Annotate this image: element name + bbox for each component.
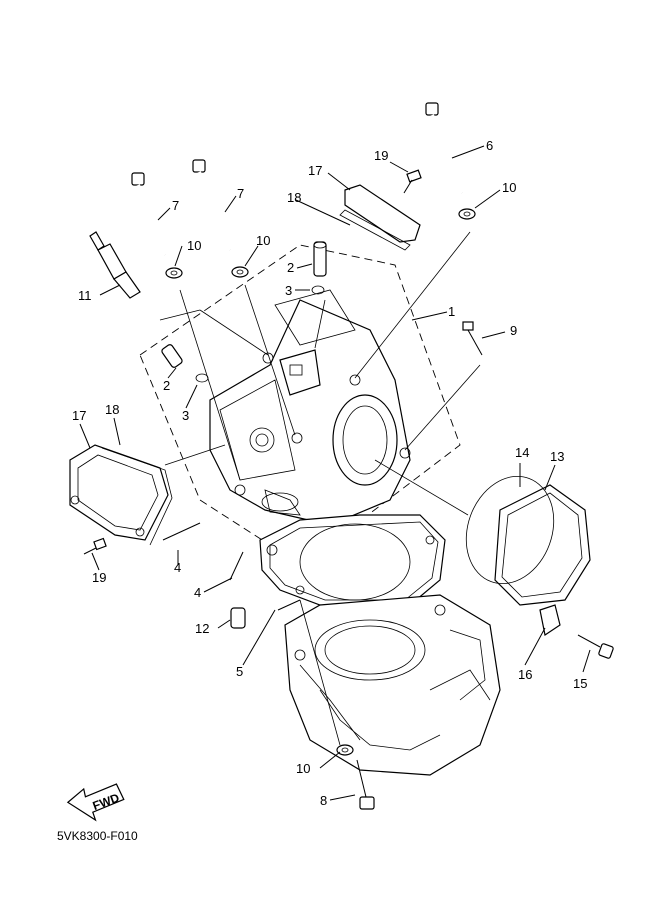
- label-8: 8: [320, 793, 327, 808]
- top-cover-plate: [339, 184, 421, 251]
- washers: [165, 208, 476, 756]
- label-4: 4: [194, 585, 201, 600]
- bolt-15: [577, 634, 614, 659]
- fwd-arrow-icon: FWD: [66, 783, 125, 822]
- label-7: 7: [237, 186, 244, 201]
- label-13: 13: [550, 449, 564, 464]
- label-3: 3: [182, 408, 189, 423]
- side-cover: [465, 475, 591, 636]
- label-5: 5: [236, 664, 243, 679]
- label-3: 3: [285, 283, 292, 298]
- label-2: 2: [163, 378, 170, 393]
- spark-plug: [89, 231, 141, 299]
- leader-lines: [79, 145, 591, 801]
- label-12: 12: [195, 621, 209, 636]
- label-14: 14: [515, 445, 529, 460]
- left-valve-cover: [69, 444, 173, 546]
- label-6: 6: [486, 138, 493, 153]
- label-17: 17: [308, 163, 322, 178]
- label-7: 7: [172, 198, 179, 213]
- label-10: 10: [296, 761, 310, 776]
- cylinder-head: [209, 289, 411, 526]
- bolt-7-left: [131, 172, 167, 256]
- callout-labels: 1 2 2 3 3 4 4 5 6 7 7 8 9 10 10 10 10 11…: [72, 138, 587, 808]
- diagram-code: 5VK8300-F010: [57, 829, 138, 843]
- label-9: 9: [510, 323, 517, 338]
- label-16: 16: [518, 667, 532, 682]
- label-4: 4: [174, 560, 181, 575]
- label-19: 19: [374, 148, 388, 163]
- bolt-6: [425, 102, 464, 194]
- bolt-8: [356, 759, 375, 810]
- label-2: 2: [287, 260, 294, 275]
- label-19: 19: [92, 570, 106, 585]
- bolt-19-left: [83, 537, 107, 555]
- cylinder-block: [284, 594, 501, 776]
- label-10: 10: [256, 233, 270, 248]
- bolt-9: [462, 321, 483, 356]
- bolt-7-right: [192, 159, 232, 251]
- label-18: 18: [105, 402, 119, 417]
- label-15: 15: [573, 676, 587, 691]
- bolt-19-top: [403, 169, 422, 194]
- dowel-12: [230, 607, 246, 629]
- valve-guides: [161, 241, 327, 368]
- label-1: 1: [448, 304, 455, 319]
- cylinder-gasket: [259, 514, 446, 613]
- label-10: 10: [187, 238, 201, 253]
- label-11: 11: [78, 288, 92, 303]
- studs: [162, 522, 244, 581]
- label-18: 18: [287, 190, 301, 205]
- label-10: 10: [502, 180, 516, 195]
- label-17: 17: [72, 408, 86, 423]
